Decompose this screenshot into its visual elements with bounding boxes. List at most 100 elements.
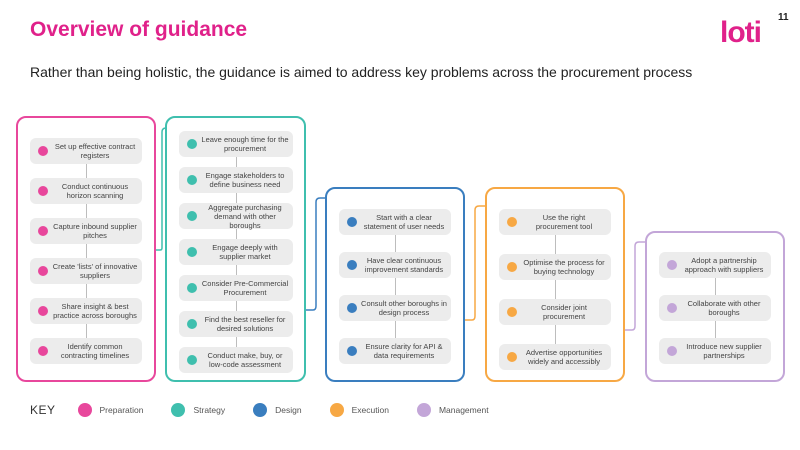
execution-dot-icon [507,217,517,227]
guidance-item: Have clear continuous improvement standa… [339,252,451,278]
page-number: 11 [778,12,789,23]
key-entry-label: Execution [351,405,389,415]
guidance-item: Engage deeply with supplier market [179,239,293,265]
key-legend: KEY Preparation Strategy Design Execution Ma… [30,400,517,420]
guidance-item-label: Consult other boroughs in design process [361,299,447,317]
management-dot-icon [667,303,677,313]
connector-execution-management [625,241,646,331]
guidance-item-label: Advertise opportunities widely and acces… [525,348,603,366]
key-entry-execution: Execution [329,403,389,417]
preparation-dot-icon [38,306,48,316]
design-dot-icon [347,260,357,270]
guidance-item-label: Set up effective contract registers [54,142,136,160]
guidance-item: Aggregate purchasing demand with other b… [179,202,293,230]
guidance-item: Adopt a partnership approach with suppli… [659,252,771,278]
guidance-item-label: Share insight & best practice across bor… [53,302,137,320]
guidance-item-label: Aggregate purchasing demand with other b… [208,202,282,230]
preparation-key-dot-icon [77,403,92,417]
guidance-item: Consult other boroughs in design process [339,295,451,321]
design-dot-icon [347,217,357,227]
stage-spine [395,222,396,351]
guidance-item-label: Optimise the process for buying technolo… [523,258,605,276]
page-title: Overview of guidance [30,18,248,41]
preparation-dot-icon [38,266,48,276]
guidance-item: Identify common contracting timelines [30,338,142,364]
guidance-item: Collaborate with other boroughs [659,295,771,321]
strategy-dot-icon [187,175,197,185]
stage-design: Start with a clear statement of user nee… [325,187,465,382]
guidance-item-label: Capture inbound supplier pitches [53,222,137,240]
guidance-item: Advertise opportunities widely and acces… [499,344,611,370]
key-entry-label: Preparation [99,405,144,415]
guidance-item: Optimise the process for buying technolo… [499,254,611,280]
guidance-item-label: Create 'lists' of innovative suppliers [52,262,138,280]
management-dot-icon [667,346,677,356]
guidance-item: Create 'lists' of innovative suppliers [30,258,142,284]
guidance-item: Conduct make, buy, or low-code assessmen… [179,347,293,373]
guidance-item-label: Engage deeply with supplier market [212,243,278,261]
strategy-dot-icon [187,355,197,365]
key-entry-management: Management [416,403,489,417]
guidance-item: Use the right procurement tool [499,209,611,235]
key-entry-preparation: Preparation [77,403,144,417]
guidance-item: Consider joint procurement [499,299,611,325]
guidance-item-label: Engage stakeholders to define business n… [205,171,285,189]
key-entry-label: Management [438,405,489,415]
guidance-item-label: Adopt a partnership approach with suppli… [684,256,764,274]
loti-logo: loti [720,16,762,49]
guidance-item-label: Use the right procurement tool [535,213,593,231]
strategy-dot-icon [187,283,197,293]
guidance-item: Set up effective contract registers [30,138,142,164]
guidance-item-label: Collaborate with other boroughs [687,299,761,317]
guidance-item: Share insight & best practice across bor… [30,298,142,324]
preparation-dot-icon [38,186,48,196]
guidance-item-label: Have clear continuous improvement standa… [364,256,444,274]
execution-key-dot-icon [329,403,344,417]
guidance-item-label: Consider joint procurement [541,303,587,321]
guidance-item-label: Ensure clarity for API & data requiremen… [365,342,443,360]
guidance-item: Find the best reseller for desired solut… [179,311,293,337]
strategy-dot-icon [187,247,197,257]
strategy-dot-icon [187,139,197,149]
guidance-item-label: Conduct make, buy, or low-code assessmen… [207,351,283,369]
connector-strategy-design [305,197,326,311]
preparation-dot-icon [38,226,48,236]
guidance-item-label: Identify common contracting timelines [60,342,130,360]
execution-dot-icon [507,262,517,272]
design-dot-icon [347,303,357,313]
management-dot-icon [667,260,677,270]
guidance-item: Capture inbound supplier pitches [30,218,142,244]
guidance-item-label: Conduct continuous horizon scanning [61,182,129,200]
guidance-item-label: Find the best reseller for desired solut… [204,315,286,333]
key-title: KEY [30,403,56,417]
management-key-dot-icon [416,403,431,417]
key-entry-label: Design [275,405,302,415]
guidance-item: Ensure clarity for API & data requiremen… [339,338,451,364]
strategy-dot-icon [187,319,197,329]
guidance-item-label: Introduce new supplier partnerships [686,342,762,360]
guidance-item-label: Start with a clear statement of user nee… [363,213,445,231]
key-entry-design: Design [253,403,302,417]
guidance-item-label: Consider Pre-Commercial Procurement [201,279,289,297]
strategy-key-dot-icon [171,403,186,417]
stage-spine [86,151,87,351]
design-dot-icon [347,346,357,356]
stage-spine [555,222,556,357]
guidance-item: Start with a clear statement of user nee… [339,209,451,235]
strategy-dot-icon [187,211,197,221]
execution-dot-icon [507,307,517,317]
key-entry-strategy: Strategy [171,403,225,417]
design-key-dot-icon [253,403,268,417]
stage-management: Adopt a partnership approach with suppli… [645,231,785,382]
guidance-item: Conduct continuous horizon scanning [30,178,142,204]
preparation-dot-icon [38,346,48,356]
guidance-item: Leave enough time for the procurement [179,131,293,157]
preparation-dot-icon [38,146,48,156]
page-subtitle: Rather than being holistic, the guidance… [30,64,693,80]
key-entry-label: Strategy [193,405,226,415]
connector-design-execution [465,205,486,321]
guidance-item: Introduce new supplier partnerships [659,338,771,364]
